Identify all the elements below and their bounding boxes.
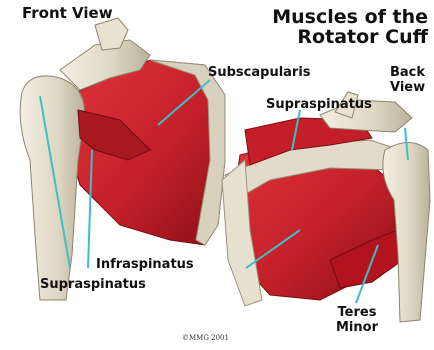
label-supraspinatus-top: Supraspinatus [266, 98, 372, 111]
label-supraspinatus-bottom: Supraspinatus [40, 278, 146, 291]
teres-line-1: Teres [336, 306, 378, 319]
title-line-1: Muscles of the [256, 8, 428, 28]
diagram-title: Muscles of the Rotator Cuff [256, 8, 428, 48]
front-view-label: Front View [22, 6, 113, 21]
humerus-front [20, 76, 84, 300]
back-view-label: Back View [390, 66, 425, 94]
label-subscapularis: Subscapularis [208, 66, 311, 79]
title-line-2: Rotator Cuff [256, 28, 428, 48]
label-infraspinatus: Infraspinatus [96, 258, 194, 271]
teres-line-2: Minor [336, 321, 378, 334]
label-teres-minor: Teres Minor [336, 306, 378, 334]
copyright-text: ©MMG 2001 [182, 334, 229, 342]
back-view-line-2: View [390, 81, 425, 94]
back-view-line-1: Back [390, 66, 425, 79]
